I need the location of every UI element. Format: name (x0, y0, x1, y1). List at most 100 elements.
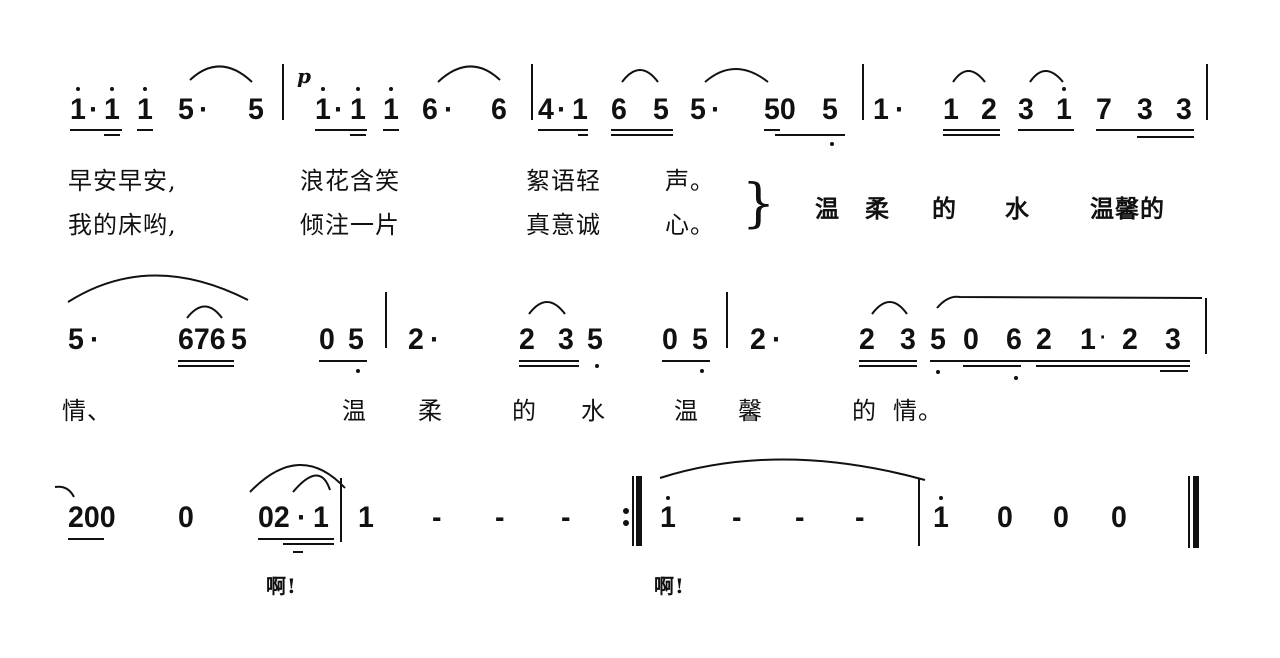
barline (531, 64, 533, 120)
high-octave-dot (356, 87, 360, 91)
dot-extension: · (895, 93, 905, 126)
lyric-shared: 水 (1005, 194, 1030, 223)
low-octave-dot (700, 369, 704, 373)
dot-extension: · (89, 93, 99, 126)
underline (775, 134, 845, 136)
dot-extension: · (90, 323, 100, 356)
barline (340, 478, 342, 542)
note: 1 (572, 93, 588, 126)
note: 7 (1096, 93, 1112, 126)
note: 4 (538, 93, 554, 126)
underline (611, 134, 673, 136)
note: 5 (248, 93, 264, 126)
note: 2 (1122, 323, 1138, 356)
dot-extension: · (430, 323, 440, 356)
underline (1018, 129, 1074, 131)
lyric: 温 (674, 397, 699, 425)
underline (943, 129, 1000, 131)
dash-sustain: - (495, 501, 505, 534)
lyric: 温 (342, 397, 367, 425)
end-repeat-barline-thick (636, 476, 642, 546)
lyric-verse1: 声。 (665, 167, 715, 195)
underline (350, 134, 366, 136)
slur-arc (952, 70, 986, 83)
repeat-dot (623, 508, 629, 514)
lyric-verse2: 心。 (665, 211, 715, 239)
repeat-dot (623, 520, 629, 526)
barline (385, 292, 387, 348)
lyric-verse2: 倾注一片 (300, 211, 400, 239)
high-octave-dot (143, 87, 147, 91)
final-barline-thin (1188, 476, 1190, 548)
note: 2 (408, 323, 424, 356)
tie-arc (437, 65, 501, 83)
underline (943, 134, 1000, 136)
note: 6 (611, 93, 627, 126)
lyric-shared: 温 (815, 194, 840, 223)
underline (178, 365, 234, 367)
dot-extension: · (1100, 327, 1107, 349)
underline (137, 129, 153, 131)
note: 5 (178, 93, 194, 126)
note: 2 (519, 323, 535, 356)
note: 1 (943, 93, 959, 126)
note: 1 (933, 501, 949, 534)
lyric-verse1: 浪花含笑 (300, 167, 400, 195)
underline (1036, 365, 1190, 367)
tie-arc (659, 458, 926, 481)
low-octave-dot (595, 364, 599, 368)
barline (1206, 64, 1208, 120)
barline (282, 64, 284, 120)
note: 2 (1036, 323, 1052, 356)
underline (68, 538, 104, 540)
note: 5 (587, 323, 603, 356)
dot-extension: · (444, 93, 454, 126)
slur-line (936, 295, 1203, 309)
barline (726, 292, 728, 348)
underline (519, 365, 579, 367)
note-group: 676 (178, 323, 226, 356)
underline (963, 365, 1021, 367)
slur-arc (54, 485, 75, 498)
dash-sustain: - (732, 501, 742, 534)
verse-brace: } (742, 174, 776, 234)
lyric-verse1: 絮语轻 (526, 167, 601, 195)
low-octave-dot (830, 142, 834, 146)
lyric: 情。 (893, 397, 943, 425)
dot-extension: · (297, 501, 307, 534)
note: 0 (662, 323, 678, 356)
barline (862, 64, 864, 120)
note: 1 (350, 93, 366, 126)
underline (538, 129, 588, 131)
underline (859, 360, 917, 362)
note: 5 (231, 323, 247, 356)
note: 50 (764, 93, 796, 126)
dynamic-piano-marking: p (297, 64, 311, 88)
slur-arc (1029, 70, 1064, 83)
underline (178, 360, 234, 362)
note: 1 (383, 93, 399, 126)
note: 3 (1018, 93, 1034, 126)
note-group: 02 (258, 501, 290, 534)
dot-extension: · (772, 323, 782, 356)
underline (293, 551, 303, 553)
slur-arc (67, 274, 249, 303)
underline (1096, 129, 1194, 131)
note: 6 (422, 93, 438, 126)
slur-arc (528, 301, 566, 315)
underline (283, 543, 334, 545)
underline (258, 538, 334, 540)
lyric-verse2: 我的床哟, (68, 211, 177, 239)
final-barline-thick (1193, 476, 1199, 548)
dash-sustain: - (795, 501, 805, 534)
slur-arc (292, 474, 331, 493)
end-repeat-barline-thin (632, 476, 634, 546)
underline (662, 360, 710, 362)
low-octave-dot (356, 369, 360, 373)
note: 1 (1080, 323, 1096, 356)
underline (859, 365, 917, 367)
note-group: 200 (68, 501, 116, 534)
tie-arc (189, 65, 253, 83)
note: 1 (104, 93, 120, 126)
